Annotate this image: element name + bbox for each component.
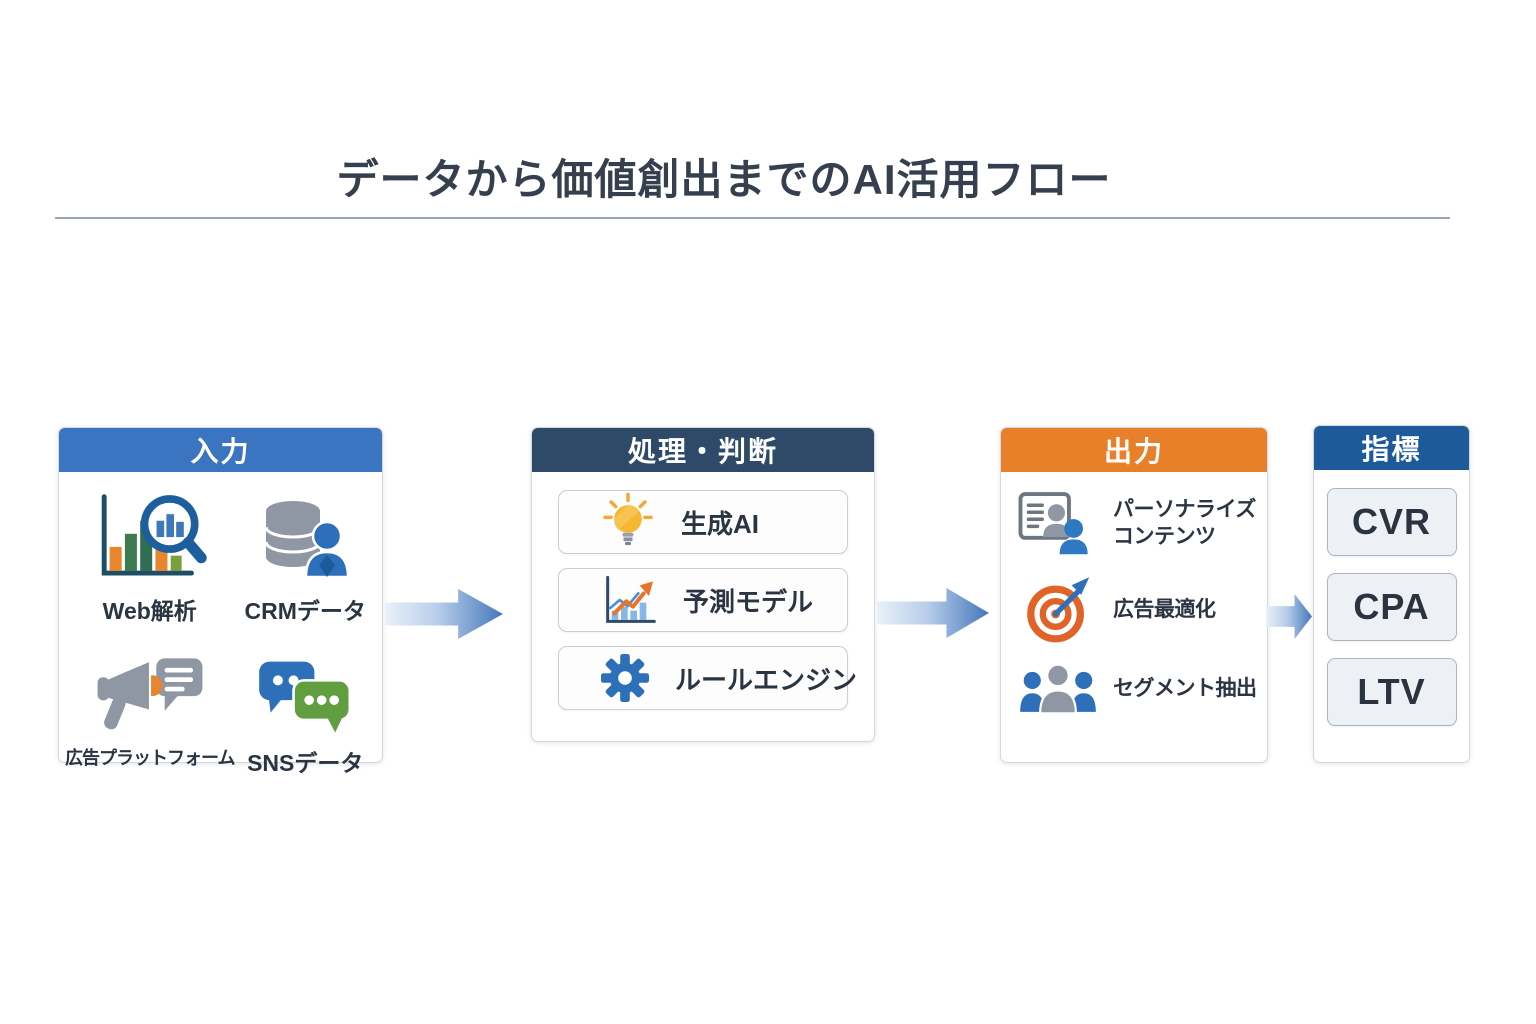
input-item-crm-data: CRMデータ [234, 488, 376, 626]
output-item-label: パーソナライズコンテンツ [1113, 497, 1256, 548]
metrics-panel-title: 指標 [1361, 434, 1422, 465]
input-item-label: CRMデータ [244, 598, 366, 624]
input-item-label: Web解析 [102, 598, 197, 624]
output-item-label: セグメント抽出 [1113, 677, 1257, 701]
title-divider [55, 217, 1450, 219]
process-item-label: ルールエンジン [675, 664, 858, 695]
input-panel: 入力 [58, 427, 383, 776]
page-title: データから価値創出までのAI活用フロー [336, 156, 1112, 203]
metric-label: CPA [1353, 586, 1430, 627]
flow-arrow-output-to-metrics [1266, 594, 1312, 639]
output-item-ad-optimization: 広告最適化 [1015, 574, 1259, 646]
input-item-web-analytics: Web解析 [65, 488, 234, 626]
input-items-grid: Web解析 CRMデータ [59, 472, 382, 778]
output-item-personalized-content: パーソナライズコンテンツ [1015, 488, 1259, 558]
metrics-items-list: CVR CPA LTV [1314, 470, 1469, 726]
process-item-gen-ai: 生成AI [558, 490, 848, 554]
metric-box-cvr: CVR [1326, 488, 1457, 556]
process-item-label: 予測モデル [683, 586, 814, 617]
input-item-label: SNSデータ [247, 750, 364, 776]
target-dart-icon [1015, 574, 1101, 646]
process-item-rule-engine: ルールエンジン [558, 646, 857, 710]
process-panel-header: 処理・判断 [532, 428, 874, 472]
process-items-list: 生成AI 予測モデル [532, 472, 874, 710]
crm-database-icon [255, 488, 355, 584]
metric-box-ltv: LTV [1326, 658, 1457, 726]
sns-chat-icon [255, 640, 355, 736]
metric-box-cpa: CPA [1326, 573, 1457, 641]
web-analytics-icon [92, 488, 208, 584]
flow-arrow-input-to-process [385, 589, 503, 639]
input-item-label: 広告プラットフォーム [65, 748, 235, 768]
metric-label: LTV [1357, 671, 1426, 712]
input-item-ad-platform: 広告プラットフォーム [65, 640, 235, 778]
input-panel-title: 入力 [190, 436, 251, 467]
metrics-panel: 指標 CVR CPA LTV [1313, 425, 1470, 763]
flow-arrow-process-to-output [877, 588, 989, 638]
process-item-label: 生成AI [681, 508, 760, 539]
metrics-panel-header: 指標 [1314, 426, 1469, 470]
people-group-icon [1015, 662, 1101, 716]
input-panel-header: 入力 [59, 428, 382, 472]
output-panel: 出力 パーソナライズコンテンツ [1000, 427, 1268, 763]
output-item-segment-extraction: セグメント抽出 [1015, 662, 1259, 716]
process-panel: 処理・判断 [531, 427, 875, 742]
process-panel-title: 処理・判断 [627, 436, 778, 467]
ad-platform-icon [91, 640, 209, 736]
lightbulb-icon [601, 492, 655, 552]
input-item-sns-data: SNSデータ [234, 640, 376, 778]
personalized-content-icon [1015, 488, 1101, 558]
gear-icon [601, 654, 649, 702]
output-panel-title: 出力 [1103, 436, 1164, 467]
output-panel-header: 出力 [1001, 428, 1267, 472]
process-item-predictive-model: 予測モデル [558, 568, 848, 632]
output-item-label: 広告最適化 [1113, 598, 1216, 622]
trend-chart-icon [601, 574, 657, 626]
metric-label: CVR [1351, 501, 1431, 542]
output-items-list: パーソナライズコンテンツ 広告最適化 [1001, 472, 1267, 716]
